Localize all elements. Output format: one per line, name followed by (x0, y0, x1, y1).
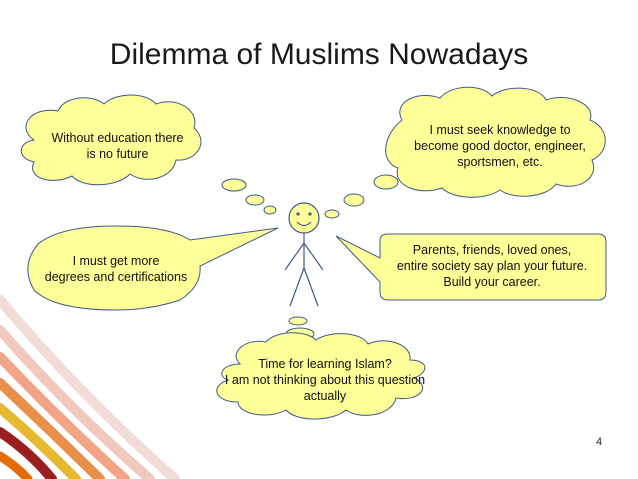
slide-title: Dilemma of Muslims Nowadays (0, 38, 638, 72)
decorative-stripes (0, 300, 175, 479)
bubble-text-no-education: Without education there is no future (30, 130, 205, 162)
bubble-text-learning-islam: Time for learning Islam? I am not thinki… (210, 356, 440, 404)
page-number: 4 (596, 436, 602, 448)
bubble-text-more-degrees: I must get more degrees and certificatio… (30, 253, 202, 285)
bubble-text-seek-knowledge: I must seek knowledge to become good doc… (395, 122, 605, 170)
bubble-text-plan-future: Parents, friends, loved ones, entire soc… (375, 242, 609, 290)
stick-figure-icon (285, 203, 323, 306)
